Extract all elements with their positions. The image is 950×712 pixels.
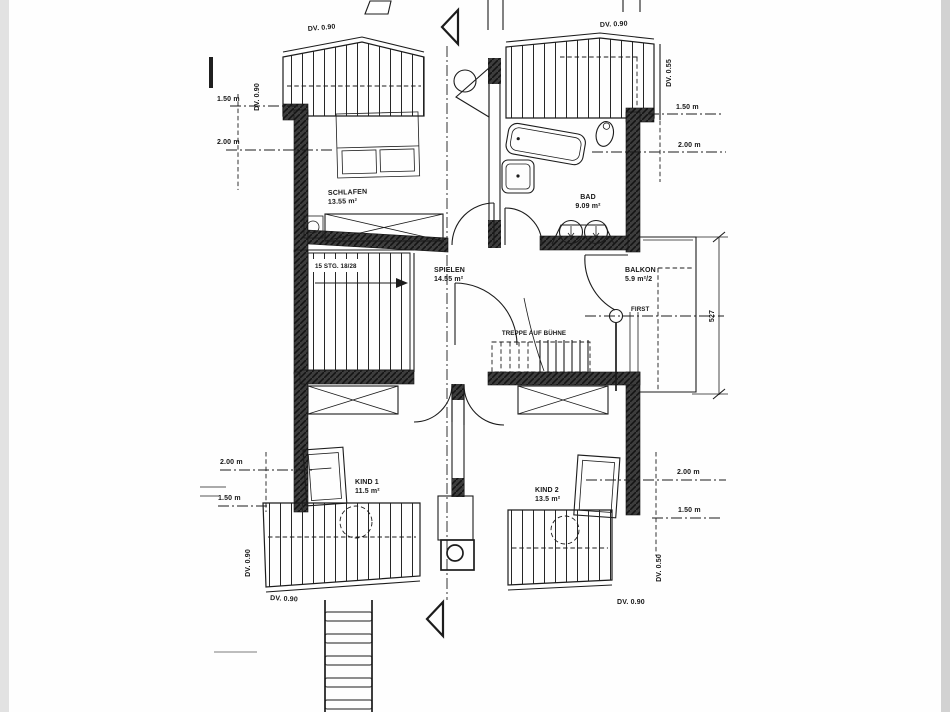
room-label-schlafen: SCHLAFEN: [328, 189, 368, 197]
dimension-value: 527: [709, 310, 716, 322]
height-line-label: 2.00 m: [678, 142, 701, 149]
room-label-kind2: KIND 2: [535, 487, 559, 494]
room-label-balkon: BALKON: [625, 267, 656, 274]
door-arc-kind2: [463, 384, 505, 426]
wardrobe-kind2: [517, 385, 609, 415]
double-washbasin: [551, 219, 615, 245]
section-arrow-bottom-icon: [425, 599, 445, 639]
ridge-label: FIRST: [631, 306, 649, 313]
dormer-label: DV. 0.90: [600, 21, 628, 29]
height-lines-top-left: [226, 94, 332, 190]
room-area-kind1: 11.5 m²: [355, 488, 380, 495]
dormer-label: DV. 0.90: [617, 599, 645, 606]
room-area-schlafen: 13.55 m²: [328, 198, 358, 206]
shower: [501, 159, 535, 194]
staircase-attic: [491, 297, 591, 373]
dormer-top-right: [505, 32, 661, 120]
wardrobe-kind1: [307, 385, 399, 415]
bed-schlafen: [335, 111, 421, 179]
ladder: [324, 600, 373, 712]
washbasin-corner: [453, 66, 490, 118]
room-area-balkon: 5.9 m²/2: [625, 276, 652, 283]
bathtub: [505, 122, 586, 166]
doors: [413, 202, 628, 426]
section-arrow-top-icon: [440, 7, 460, 47]
dormer-label: DV. 0.90: [308, 24, 336, 33]
dormer-label: DV. 0.50: [656, 554, 663, 582]
room-label-spielen: SPIELEN: [434, 267, 465, 274]
toilet: [595, 121, 615, 147]
room-area-bad: 9.09 m²: [575, 203, 601, 210]
height-lines-bottom-left: [218, 452, 312, 512]
section-line: [364, 0, 641, 639]
height-line-label: 1.50 m: [678, 507, 701, 514]
height-line-label: 2.00 m: [217, 139, 240, 146]
height-line-label: 2.00 m: [220, 459, 243, 466]
door-arc-spielen: [454, 282, 518, 346]
dimension-line-right: [692, 231, 728, 400]
balcony: [615, 236, 697, 393]
height-line-label: 1.50 m: [676, 104, 699, 111]
stair-label: 15 STG. 18/28: [315, 263, 357, 270]
dormer-bottom-right: [507, 509, 613, 591]
scan-edge-right: [941, 0, 950, 712]
room-label-kind1: KIND 1: [355, 479, 379, 486]
ridge-first: [585, 308, 724, 324]
ridge-point-icon: [608, 308, 624, 324]
scan-mark-left: [209, 57, 213, 88]
height-lines-top-right: [592, 106, 726, 182]
height-lines-bottom-right: [586, 452, 726, 556]
dormer-label: DV. 0.90: [270, 595, 298, 603]
room-area-spielen: 14.55 m²: [434, 276, 464, 283]
door-arc-bad: [504, 207, 543, 246]
height-line-label: 1.50 m: [218, 495, 241, 502]
dormer-label: DV. 0.55: [666, 59, 673, 87]
dormer-label: DV. 0.90: [245, 549, 252, 577]
chimney: [437, 495, 475, 571]
roof-ridge-mark: [364, 0, 392, 15]
height-line-label: 1.50 m: [217, 96, 240, 103]
staircase-main: [307, 249, 415, 372]
attic-stair-label: TREPPE AUF BÜHNE: [502, 330, 566, 337]
dormer-bottom-left: [262, 502, 421, 593]
room-area-kind2: 13.5 m²: [535, 496, 561, 503]
wall-bad-south: [539, 235, 629, 251]
scan-edge-left: [0, 0, 9, 712]
bed-kind1: [302, 446, 348, 507]
dormer-label: DV. 0.90: [254, 83, 261, 111]
wardrobe-schlafen: [303, 213, 444, 242]
bed-kind2: [573, 454, 621, 519]
room-label-bad: BAD: [580, 194, 596, 201]
door-arc-schlafen: [451, 202, 495, 246]
wall-hall-right: [487, 371, 641, 386]
height-line-label: 2.00 m: [677, 469, 700, 476]
door-arc-kind1: [413, 383, 453, 423]
wall-hall-left: [299, 369, 415, 385]
stair-direction-arrow-icon: [396, 278, 408, 288]
edge-ticks-left: [200, 486, 226, 497]
door-arc-balkon: [584, 254, 616, 311]
